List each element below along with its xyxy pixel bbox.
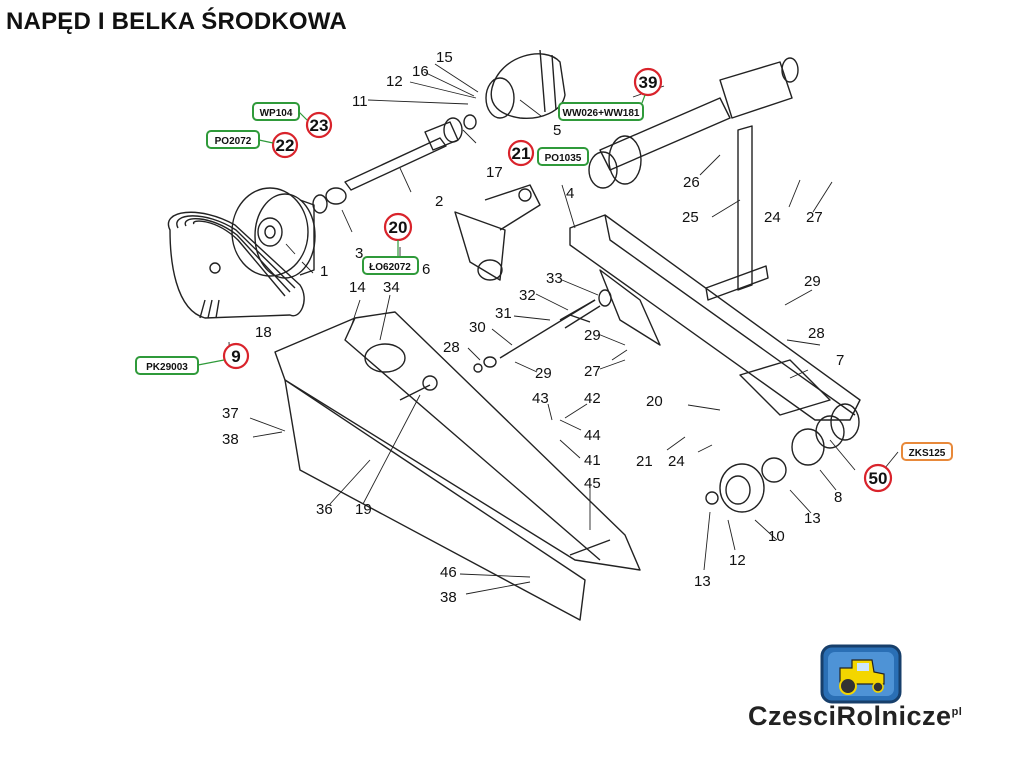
part-label: 2: [435, 193, 443, 210]
main-beam-drawing: [569, 214, 861, 466]
part-label: 44: [584, 427, 601, 444]
part-label: 38: [440, 589, 457, 606]
callout-number: 22: [276, 136, 295, 155]
part-label: 27: [806, 209, 823, 226]
part-label: 41: [584, 452, 601, 469]
part-label: 4: [566, 185, 574, 202]
bracket-drawing: [454, 184, 541, 281]
part-label: 12: [386, 73, 403, 90]
part-label: 20: [646, 393, 663, 410]
code-tag-text: PO2072: [215, 136, 252, 147]
part-label: 19: [355, 501, 372, 518]
red-number-circle: [222, 342, 250, 370]
brand-name: CzesciRolnicze: [748, 701, 952, 731]
part-label: 7: [836, 352, 844, 369]
part-label: 45: [584, 475, 601, 492]
callout-number: 23: [310, 116, 329, 135]
part-label: 30: [469, 319, 486, 336]
part-label: 46: [440, 564, 457, 581]
callout-number: 39: [639, 73, 658, 92]
gear-pulley-drawing: [705, 457, 787, 513]
part-label: 36: [316, 501, 333, 518]
pulley-drawing: [231, 187, 316, 279]
part-label: 12: [729, 552, 746, 569]
part-label: 11: [352, 93, 368, 110]
pto-shaft-drawing: [588, 57, 799, 189]
part-label: 28: [443, 339, 460, 356]
code-tag-text: ZKS125: [909, 448, 946, 459]
part-label: 26: [683, 174, 700, 191]
green-code-tag[interactable]: [362, 256, 419, 275]
green-code-tag[interactable]: [537, 147, 589, 166]
part-label: 34: [383, 279, 400, 296]
orange-code-tag[interactable]: [901, 442, 953, 461]
red-number-circle: [863, 463, 893, 493]
callout-number: 9: [231, 347, 240, 366]
brand-logo-text: CzesciRolniczepl: [748, 701, 962, 732]
v-belts-drawing: [167, 211, 305, 319]
post-drawing: [705, 125, 769, 301]
part-label: 6: [422, 261, 430, 278]
cover-cone-drawing: [485, 49, 566, 119]
part-label: 10: [768, 528, 785, 545]
red-number-circle: [507, 139, 535, 167]
callout-number: 20: [389, 218, 408, 237]
part-label: 42: [584, 390, 601, 407]
part-label: 15: [436, 49, 453, 66]
part-label: 13: [694, 573, 711, 590]
shaft-drawing: [312, 114, 477, 214]
part-label: 32: [519, 287, 536, 304]
callout-number: 21: [512, 144, 531, 163]
part-label: 28: [808, 325, 825, 342]
part-label: 17: [486, 164, 503, 181]
part-label: 38: [222, 431, 239, 448]
brand-superscript: pl: [951, 706, 963, 718]
red-number-circle: [271, 131, 299, 159]
green-code-tag[interactable]: [206, 130, 260, 149]
code-tag-text: ŁO62072: [369, 262, 411, 273]
part-label: 8: [834, 489, 842, 506]
part-label: 24: [668, 453, 685, 470]
green-code-tag[interactable]: [135, 356, 199, 375]
lower-arm-drawing: [274, 311, 641, 621]
part-label: 27: [584, 363, 601, 380]
part-label: 29: [584, 327, 601, 344]
part-label: 29: [804, 273, 821, 290]
part-label: 1: [320, 263, 328, 280]
part-label: 43: [532, 390, 549, 407]
spring-assembly-drawing: [473, 289, 612, 373]
part-label: 3: [355, 245, 363, 262]
part-label: 16: [412, 63, 429, 80]
part-label: 13: [804, 510, 821, 527]
red-number-circle: [305, 111, 333, 139]
part-label: 31: [495, 305, 512, 322]
code-tag-text: WP104: [260, 108, 293, 119]
highlight-callouts: 23 WP104 22 PO2072 21 PO1035 39 WW026+WW…: [135, 67, 953, 493]
code-tag-text: WW026+WW181: [563, 108, 640, 119]
part-label: 24: [764, 209, 781, 226]
green-code-tag[interactable]: [252, 102, 300, 121]
callout-number: 50: [869, 469, 888, 488]
part-label: 33: [546, 270, 563, 287]
part-label: 25: [682, 209, 699, 226]
leader-lines: [228, 63, 899, 595]
code-tag-text: PO1035: [545, 153, 582, 164]
part-label: 29: [535, 365, 552, 382]
green-code-tag[interactable]: [558, 102, 644, 121]
red-number-circle: [633, 67, 663, 97]
page-title: NAPĘD I BELKA ŚRODKOWA: [6, 8, 347, 35]
tractor-icon: [820, 644, 902, 704]
part-label: 37: [222, 405, 239, 422]
part-label: 14: [349, 279, 366, 296]
part-labels: 15 16 12 11 5 17 2 3 1 18 4 6 14 34 26 2…: [222, 49, 844, 606]
code-tag-text: PK29003: [146, 362, 188, 373]
part-label: 5: [553, 122, 561, 139]
part-label: 18: [255, 324, 272, 341]
part-label: 21: [636, 453, 653, 470]
